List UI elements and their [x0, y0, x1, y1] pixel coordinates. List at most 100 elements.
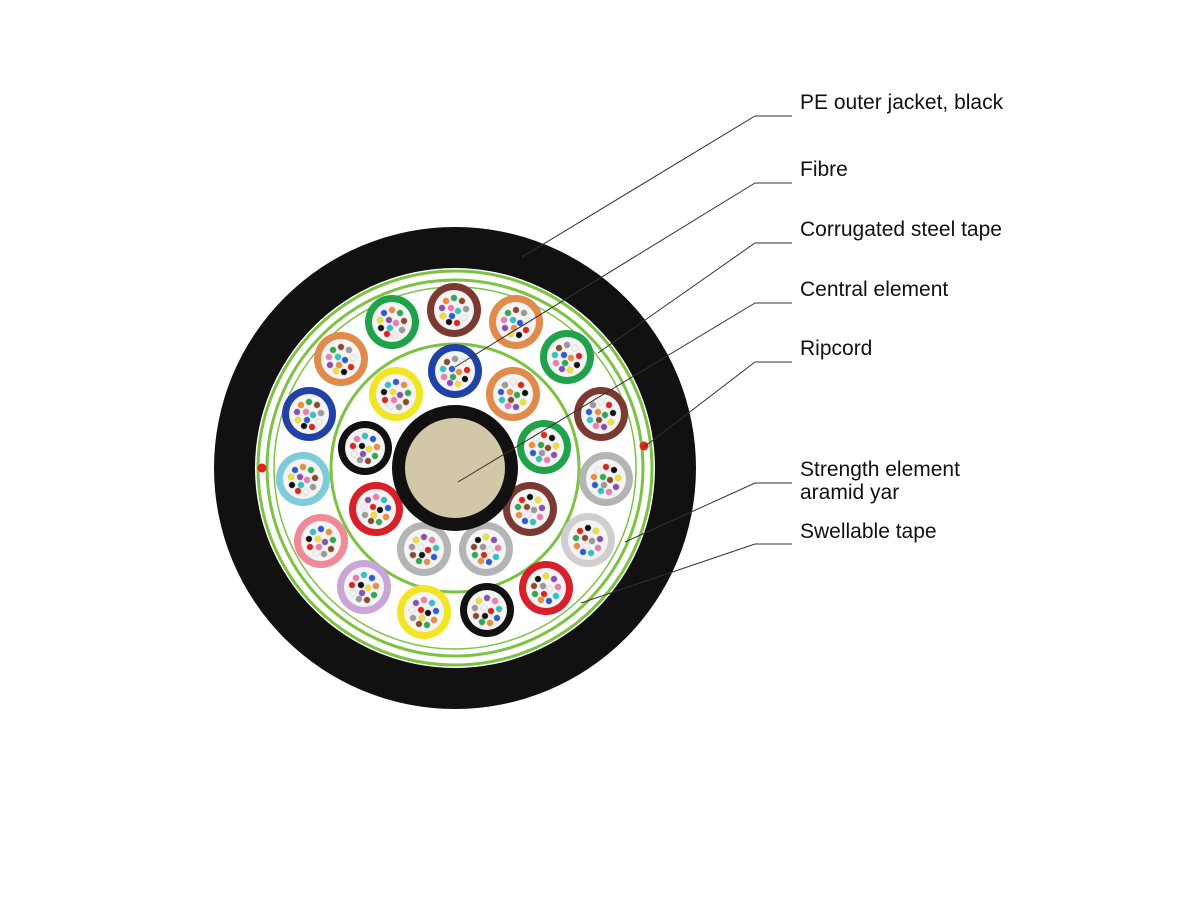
cable-cross-section: [214, 227, 696, 709]
fibre: [589, 401, 597, 409]
fibre: [382, 513, 390, 521]
fibre: [300, 422, 308, 430]
fibre: [376, 506, 384, 514]
fibre: [340, 368, 348, 376]
fibre: [364, 457, 372, 465]
fibre: [485, 558, 493, 566]
fibre: [534, 496, 542, 504]
fibre: [372, 582, 380, 590]
fibre: [543, 456, 551, 464]
fibre: [518, 496, 526, 504]
loose-tubes: [276, 283, 633, 639]
fibre: [590, 473, 598, 481]
fibre: [400, 317, 408, 325]
fibre: [373, 443, 381, 451]
loose-tube: [519, 561, 573, 615]
loose-tube: [459, 522, 513, 576]
loose-tube: [579, 452, 633, 506]
fibre: [585, 408, 593, 416]
fibre: [542, 572, 550, 580]
fibre: [515, 331, 523, 339]
fibre: [409, 551, 417, 559]
fibre: [365, 445, 373, 453]
fibre: [303, 416, 311, 424]
fibre: [581, 534, 589, 542]
fibre: [554, 583, 562, 591]
fibre: [560, 351, 568, 359]
fibre: [462, 305, 470, 313]
fibre: [360, 503, 368, 511]
fibre: [428, 536, 436, 544]
fibre: [326, 361, 334, 369]
loose-tube: [397, 585, 451, 639]
fibre: [412, 536, 420, 544]
fibre: [523, 503, 531, 511]
corrugated-steel-tape-inner: [265, 278, 645, 658]
fibre: [478, 618, 486, 626]
fibre: [524, 317, 532, 325]
fibre: [392, 378, 400, 386]
loose-tube: [574, 387, 628, 441]
fibre: [520, 309, 528, 317]
fibre: [587, 549, 595, 557]
fibre: [376, 316, 384, 324]
fibre: [540, 431, 548, 439]
fibre: [360, 571, 368, 579]
fibre: [507, 330, 515, 338]
fibre: [545, 597, 553, 605]
fibre: [454, 380, 462, 388]
fibre: [396, 309, 404, 317]
fibre: [369, 503, 377, 511]
fibre: [317, 409, 325, 417]
fibre: [317, 525, 325, 533]
fibre: [552, 592, 560, 600]
fibre: [302, 408, 310, 416]
loose-tube: [517, 420, 571, 474]
fibre: [460, 314, 468, 322]
fibre: [482, 533, 490, 541]
fibre: [529, 449, 537, 457]
fibre: [493, 614, 501, 622]
fibre: [530, 506, 538, 514]
fibre: [500, 316, 508, 324]
fibre: [287, 473, 295, 481]
fibre: [443, 358, 451, 366]
fibre: [369, 435, 377, 443]
fibre: [337, 343, 345, 351]
label-strength-element-line1: Strength element: [800, 458, 960, 481]
fibre: [320, 550, 328, 558]
fibre: [294, 416, 302, 424]
fibre: [420, 533, 428, 541]
fibre: [315, 418, 323, 426]
fibre: [481, 612, 489, 620]
leader-line-jacket: [521, 115, 792, 258]
fibre: [305, 398, 313, 406]
fibre: [446, 379, 454, 387]
fibre: [605, 401, 613, 409]
fibre: [529, 518, 537, 526]
fibre: [522, 326, 530, 334]
fibre: [389, 388, 397, 396]
fibre: [486, 546, 494, 554]
fibre: [509, 378, 517, 386]
fibre: [415, 557, 423, 565]
fibre: [597, 487, 605, 495]
loose-tube: [397, 522, 451, 576]
fibre: [308, 423, 316, 431]
fibre: [412, 599, 420, 607]
fibre: [311, 474, 319, 482]
fibre: [388, 306, 396, 314]
label-central-element: Central element: [800, 278, 948, 301]
ripcord-right: [639, 441, 649, 451]
fibre: [550, 451, 558, 459]
fibre: [356, 456, 364, 464]
fibre: [335, 361, 343, 369]
fibre: [558, 365, 566, 373]
fibre: [600, 481, 608, 489]
callout-leader-lines: [454, 115, 792, 604]
leader-line-central: [457, 302, 792, 483]
fibre: [451, 355, 459, 363]
fibre: [552, 359, 560, 367]
fibre: [296, 473, 304, 481]
fibre: [341, 356, 349, 364]
